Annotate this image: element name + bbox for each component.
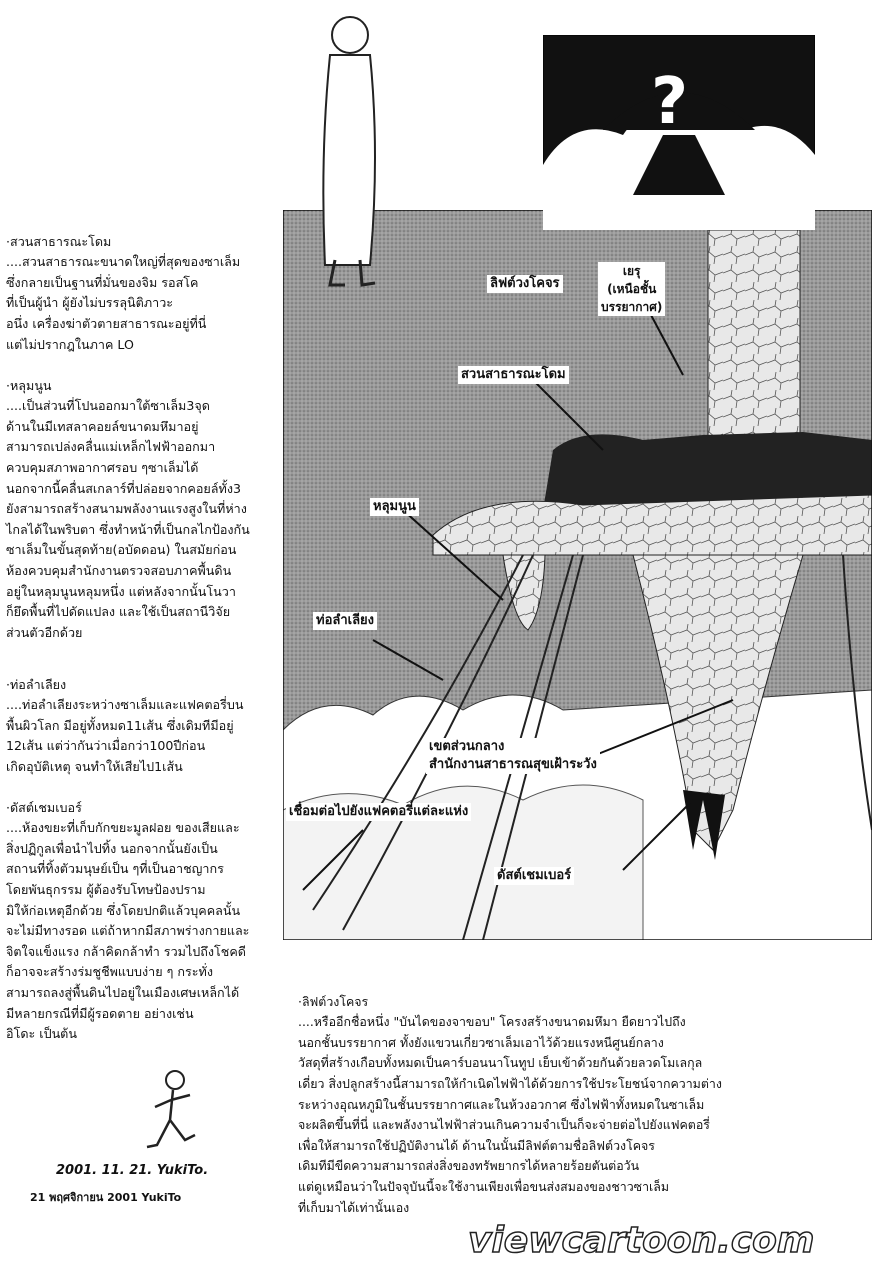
- note-body: ....ท่อลำเลียงระหว่างซาเล็มและแฟคตอรี่บน…: [6, 697, 244, 774]
- note-body: ....ห้องขยะที่เก็บกักขยะมูลฝอย ของเสียแล…: [6, 820, 250, 1042]
- label-bulge: หลุมนูน: [370, 498, 419, 516]
- label-orbital-elevator: ลิฟต์วงโคจร: [487, 275, 563, 293]
- note-tube: ·ท่อลำเลียง ....ท่อลำเลียงระหว่างซาเล็มแล…: [6, 654, 278, 778]
- watermark: viewcartoon.com: [467, 1219, 815, 1262]
- note-bulge: ·หลุมนูน ....เป็นส่วนที่โปนออกมาใต้ซาเล็ม…: [6, 355, 278, 643]
- running-child-icon: [146, 1070, 196, 1149]
- note-title: ·ท่อลำเลียง: [6, 676, 67, 692]
- note-body: ....เป็นส่วนที่โปนออกมาใต้ซาเล็ม3จุด ด้า…: [6, 398, 250, 640]
- old-man-figure-icon: [322, 16, 376, 287]
- label-dome-park: สวนสาธารณะโดม: [458, 366, 569, 384]
- label-jeru: เยรุ (เหนือชั้น บรรยากาศ): [598, 262, 666, 316]
- note-title: ·ดัสต์เชมเบอร์: [6, 799, 82, 815]
- note-dome-park: ·สวนสาธารณะโดม ....สวนสาธารณะขนาดใหญ่ที่ส…: [6, 211, 278, 355]
- label-central: เขตส่วนกลาง สำนักงานสาธารณสุขเฝ้าระวัง: [426, 738, 600, 774]
- signature-date: 2001. 11. 21. YukiTo.: [56, 1163, 209, 1178]
- note-body: ....สวนสาธารณะขนาดใหญ่ที่สุดของซาเล็ม ซึ…: [6, 254, 241, 352]
- label-dust-chamber: ดัสต์เชมเบอร์: [494, 867, 575, 885]
- note-title: ·ลิฟต์วงโคจร: [298, 993, 369, 1009]
- note-orbital-elevator: ·ลิฟต์วงโคจร ....หรืออีกชื่อหนึ่ง "บันไดข…: [298, 971, 858, 1218]
- jeru-inset: ?: [542, 34, 816, 231]
- signature-thai: 21 พฤศจิกายน 2001 YukiTo: [30, 1191, 182, 1204]
- label-tube: ท่อลำเลียง: [313, 612, 378, 630]
- note-body: ....หรืออีกชื่อหนึ่ง "บันไดของจาขอบ" โคร…: [298, 1014, 722, 1215]
- note-title: ·หลุมนูน: [6, 377, 52, 393]
- label-factories: เชื่อมต่อไปยังแฟคตอรี่แต่ละแห่ง: [286, 803, 472, 821]
- zalem-illustration: [283, 210, 872, 940]
- note-title: ·สวนสาธารณะโดม: [6, 233, 112, 249]
- question-mark: ?: [651, 65, 689, 139]
- note-dust-chamber: ·ดัสต์เชมเบอร์ ....ห้องขยะที่เก็บกักขยะมู…: [6, 777, 278, 1045]
